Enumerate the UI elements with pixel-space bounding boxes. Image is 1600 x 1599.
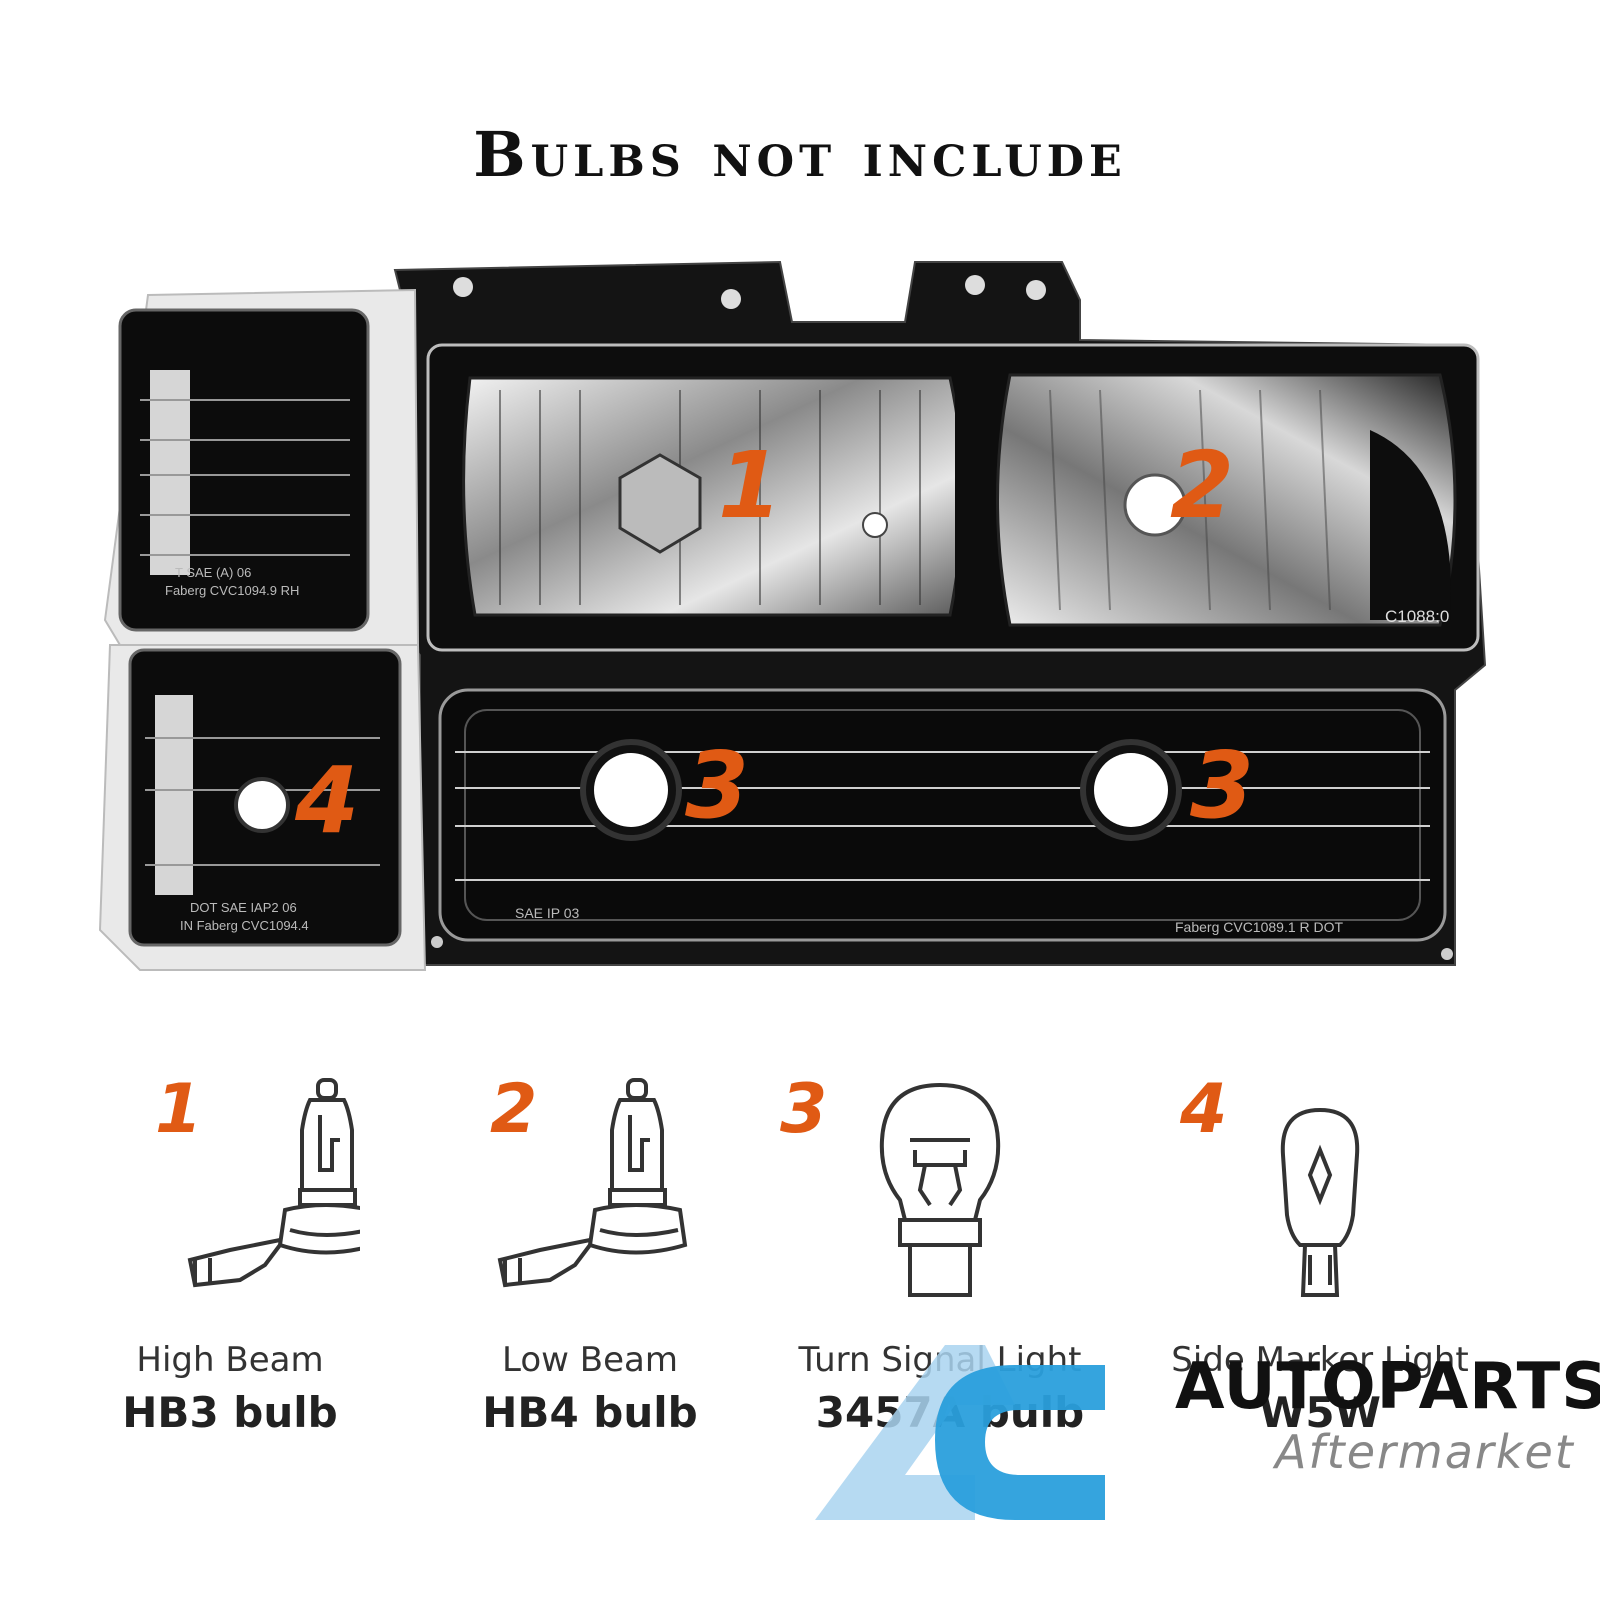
bumper-marking-left: SAE IP 03: [515, 905, 580, 921]
bulb-name: Side Marker Light: [1171, 1340, 1469, 1380]
headlight-marking: C1088:0: [1385, 607, 1449, 626]
lower-marker-marking-2: IN Faberg CVC1094.4: [180, 918, 309, 933]
callout-side-marker: 4: [295, 747, 360, 854]
ac-logo-icon: [815, 1345, 1105, 1520]
headlight-assembly-image: C1088:0 SAE IP 03 Faberg CVC1089.1 R DOT…: [98, 260, 1487, 971]
brand-subtitle: Aftermarket: [1275, 1425, 1575, 1479]
upper-marker-marking-2: Faberg CVC1094.9 RH: [165, 583, 299, 598]
upper-marker-marking-1: T SAE (A) 06: [175, 565, 251, 580]
hb3-bulb-icon: [187, 1078, 360, 1288]
page-title: Bulbs not include: [473, 118, 1127, 191]
lower-marker-marking-1: DOT SAE IAP2 06: [190, 900, 297, 915]
bulb-type: W5W: [1259, 1388, 1381, 1437]
brand-name: AUTOPARTS: [1175, 1350, 1600, 1424]
bulb-number: 4: [1180, 1070, 1228, 1149]
watermark-logo: AUTOPARTS Aftermarket: [815, 1345, 1600, 1595]
bulb-item-low-beam: 2 Low Beam HB4 bulb: [420, 1070, 760, 1437]
callout-turn-signal-left: 3: [685, 732, 750, 839]
bulb-item-side-marker: 4 Side Marker Light W5W: [1150, 1070, 1490, 1437]
callout-low-beam: 2: [1170, 432, 1235, 539]
bulb-name: Low Beam: [502, 1340, 678, 1380]
3457a-bulb-icon: [879, 1082, 1001, 1297]
bumper-marking-right: Faberg CVC1089.1 R DOT: [1175, 919, 1344, 935]
high-beam-reflector: [462, 376, 964, 617]
low-beam-reflector: [996, 373, 1457, 627]
w5w-bulb-icon: [1280, 1107, 1360, 1297]
callout-turn-signal-right: 3: [1190, 732, 1255, 839]
bulb-number: 3: [780, 1070, 828, 1149]
bulb-number: 2: [490, 1070, 538, 1149]
bulb-type: HB4 bulb: [482, 1388, 698, 1437]
bulb-name: High Beam: [136, 1340, 324, 1380]
bulb-type: HB3 bulb: [122, 1388, 338, 1437]
hb4-bulb-icon: [497, 1078, 688, 1288]
callout-high-beam: 1: [718, 432, 783, 539]
bulb-item-high-beam: 1 High Beam HB3 bulb: [60, 1070, 400, 1437]
bulb-number: 1: [155, 1070, 203, 1149]
